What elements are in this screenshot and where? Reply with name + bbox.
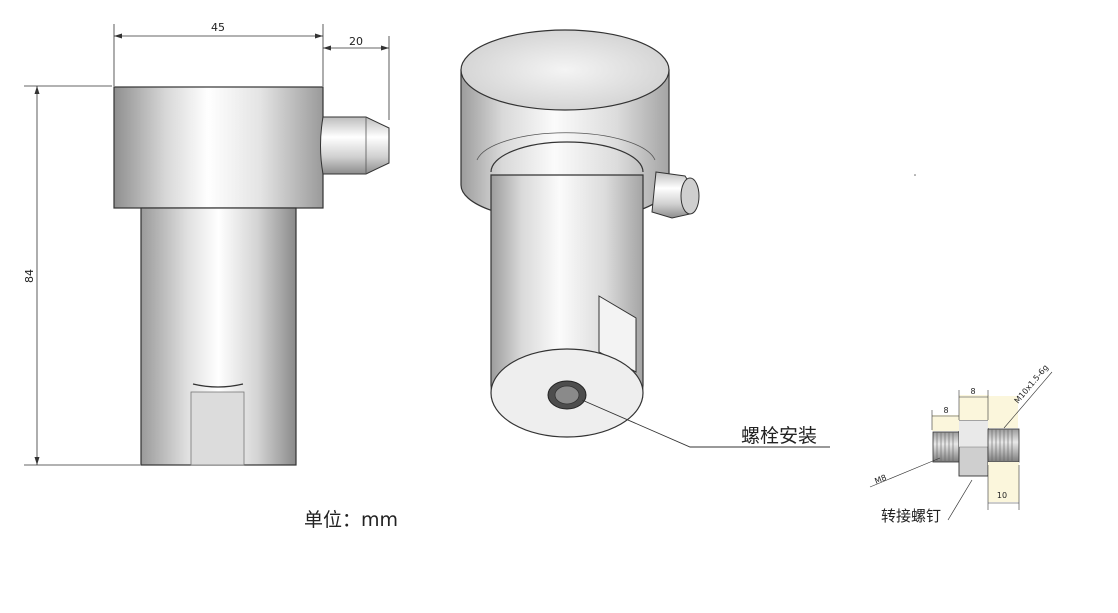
bolt-mount-label: 螺栓安装 [741,425,817,447]
dim-label-20: 20 [349,35,363,48]
adapter-dim-right-label: 10 [997,491,1007,500]
dimension-height-84: 84 [23,85,140,466]
adapter-thread-left-label: M8 [873,473,887,486]
adapter-dim-left-label: 8 [943,406,948,415]
adapter-dim-left-8: 8 [931,390,960,430]
iso-nozzle [651,171,700,219]
adapter-label-callout: 转接螺钉 [881,479,973,525]
adapter-dim-right-10: 10 [987,465,1020,510]
front-view: 45 20 84 [23,21,390,466]
adapter-left-thread [932,431,960,463]
dim-label-84: 84 [23,269,36,283]
dim-label-45: 45 [211,21,225,34]
front-bottom-flat [190,391,245,466]
adapter-thread-left-callout: M8 [869,457,941,488]
front-head-cylinder [113,86,324,209]
iso-head-top [460,29,670,111]
adapter-label: 转接螺钉 [881,507,941,525]
adapter-right-thread [987,428,1020,463]
adapter-dim-hex-8: 8 [959,387,989,420]
bolt-mount-callout: 螺栓安装 [581,399,830,448]
unit-label: 单位：mm [304,509,398,531]
adapter-dim-hex-label: 8 [970,387,975,396]
isometric-view: 螺栓安装 [460,29,830,448]
dimension-nozzle-20: 20 [323,35,390,120]
adapter-screw: 8 8 10 M10x1.5-6g M8 转接螺钉 [869,363,1053,525]
adapter-thread-right-label: M10x1.5-6g [1013,363,1050,405]
front-nozzle [320,116,390,175]
dimension-width-45: 45 [113,21,324,86]
